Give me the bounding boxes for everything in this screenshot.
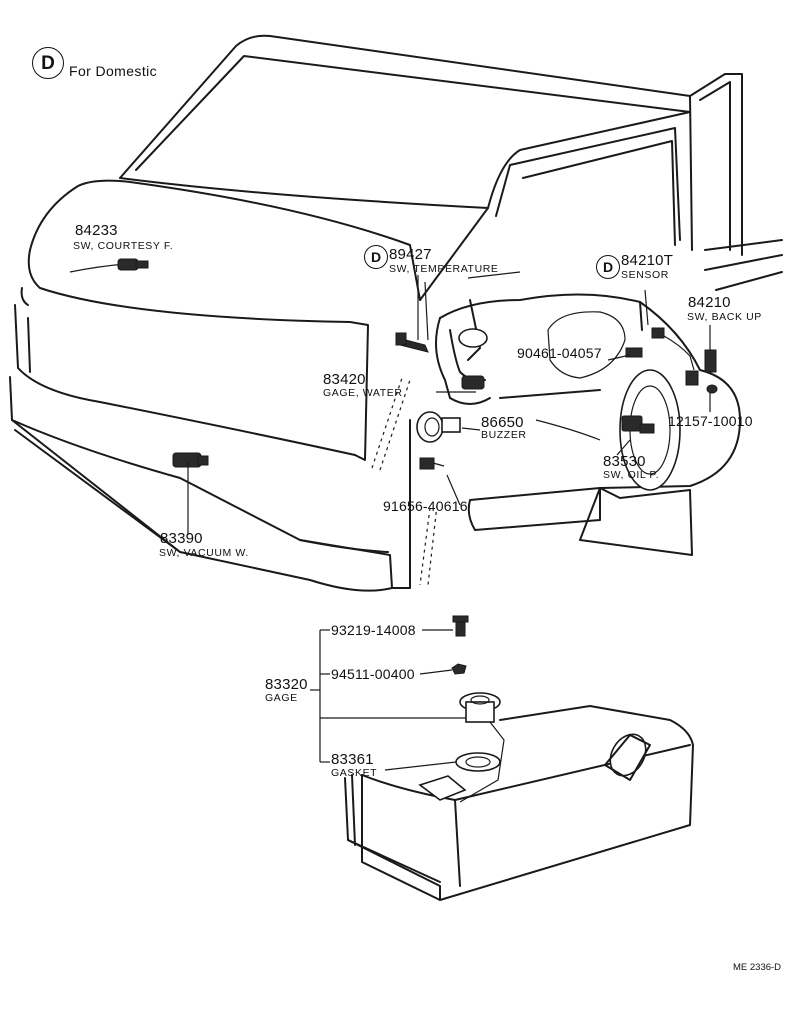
part-number-93219-14008: 93219-14008	[331, 622, 416, 638]
oil-pressure-switch-part	[621, 415, 655, 434]
water-gage-sender-part	[461, 375, 485, 390]
domestic-legend: For Domestic	[69, 63, 158, 79]
courtesy-switch-part	[69, 258, 149, 273]
part-number-83361: 83361	[331, 751, 374, 768]
washer-94511-part	[451, 663, 467, 675]
part-number-83530: 83530	[603, 453, 646, 470]
part-name-83390: SW, VACUUM W.	[159, 547, 249, 559]
part-number-84233: 84233	[75, 222, 118, 239]
bolt-91656-part	[419, 457, 445, 470]
fuel-tank	[344, 705, 694, 901]
part-number-83420: 83420	[323, 371, 366, 388]
part-number-83320: 83320	[265, 676, 308, 693]
part-name-83361: GASKET	[331, 767, 378, 779]
leader-lines	[187, 271, 711, 771]
part-name-83530: SW, OIL P.	[603, 469, 660, 481]
part-name-84233: SW, COURTESY F.	[73, 240, 174, 252]
screw-93219-part	[452, 615, 469, 637]
drawing-code: ME 2336-D	[733, 962, 782, 973]
domestic-symbol: D	[32, 47, 64, 79]
part-name-83320: GAGE	[265, 692, 298, 704]
temperature-switch-part	[395, 332, 429, 353]
back-up-switch-part	[685, 349, 717, 386]
part-name-86650: BUZZER	[481, 429, 527, 441]
bolt-90461-part	[625, 347, 643, 358]
part-number-89427: 89427	[389, 246, 432, 263]
domestic-mark-89427: D	[364, 245, 388, 269]
part-name-84210: SW, BACK UP	[687, 311, 762, 323]
vacuum-switch-part	[172, 452, 209, 468]
vehicle-body	[9, 34, 783, 592]
fuel-gage-unit-part	[459, 692, 505, 803]
part-name-83420: GAGE, WATER	[323, 387, 403, 399]
part-number-83390: 83390	[160, 530, 203, 547]
part-number-12157-10010: 12157-10010	[668, 413, 753, 429]
part-number-94511-00400: 94511-00400	[331, 666, 415, 682]
gasket-83361-part	[455, 752, 501, 772]
part-number-90461-04057: 90461-04057	[517, 345, 602, 361]
gasket-12157-part	[706, 384, 718, 394]
buzzer-part	[416, 411, 461, 443]
part-name-89427: SW, TEMPERATURE	[389, 263, 499, 275]
part-number-86650: 86650	[481, 414, 524, 431]
part-name-84210t: SENSOR	[621, 269, 669, 281]
domestic-mark-84210t: D	[596, 255, 620, 279]
part-number-91656-40616: 91656-40616	[383, 498, 468, 514]
part-number-84210t: 84210T	[621, 252, 674, 269]
sensor-part	[651, 327, 695, 371]
part-number-84210: 84210	[688, 294, 731, 311]
